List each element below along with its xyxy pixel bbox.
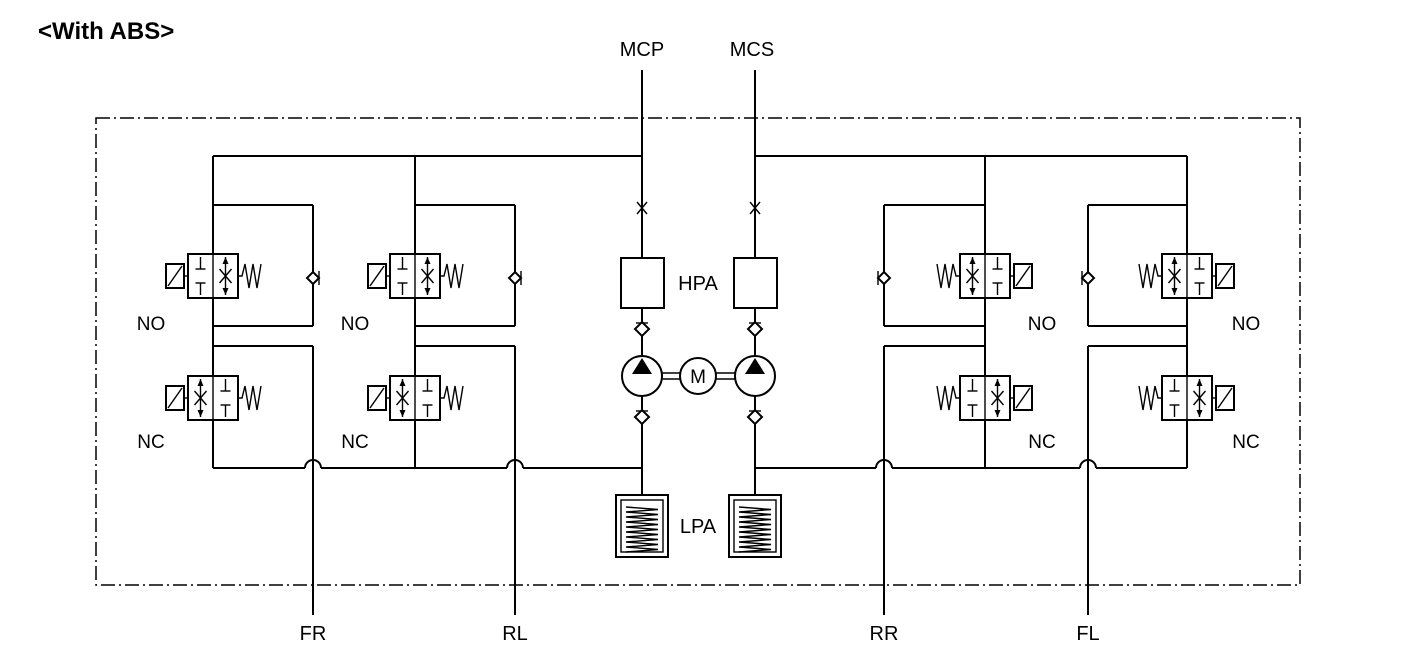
no-valve-label: NO — [137, 314, 166, 335]
lpa-primary — [615, 494, 669, 558]
no-valve-rr — [936, 253, 1033, 299]
channel-fl — [1080, 156, 1235, 615]
nc-valve-label: NC — [1028, 432, 1055, 453]
mcp-line — [213, 70, 648, 258]
check-valve-icon — [1080, 270, 1096, 286]
check-valve-icon — [876, 270, 892, 286]
mcs-label: MCS — [730, 39, 774, 61]
pump-secondary-icon — [734, 355, 776, 397]
motor-label: M — [690, 367, 706, 388]
modulator-boundary — [95, 117, 1301, 586]
channel-rl — [367, 156, 523, 615]
return-lines — [213, 456, 1187, 470]
outlet-label-rr: RR — [870, 623, 899, 645]
check-valve-icon — [633, 320, 651, 338]
motor-icon — [679, 357, 717, 395]
hpa-secondary — [733, 257, 778, 309]
outlet-label-fr: FR — [300, 623, 327, 645]
hpa-label: HPA — [678, 273, 718, 295]
mcp-label: MCP — [620, 39, 664, 61]
hpa-primary — [620, 257, 665, 309]
no-valve-fr — [165, 253, 262, 299]
lpa-secondary — [728, 494, 782, 558]
channel-fr — [165, 156, 321, 615]
mcs-line — [749, 70, 1187, 258]
no-valve-label: NO — [341, 314, 370, 335]
pump-primary-icon — [621, 355, 663, 397]
nc-valve-fr — [165, 375, 262, 421]
check-valve-icon — [746, 320, 764, 338]
nc-valve-rl — [367, 375, 464, 421]
channel-rr — [876, 156, 1033, 615]
no-valve-rl — [367, 253, 464, 299]
nc-valve-label: NC — [341, 432, 368, 453]
check-valve-icon — [633, 408, 651, 426]
lpa-label: LPA — [680, 516, 717, 538]
nc-valve-rr — [936, 375, 1033, 421]
motor-shaft — [662, 372, 735, 380]
check-valve-icon — [507, 270, 523, 286]
outlet-label-fl: FL — [1076, 623, 1099, 645]
no-valve-label: NO — [1232, 314, 1261, 335]
no-valve-label: NO — [1028, 314, 1057, 335]
nc-valve-label: NC — [137, 432, 164, 453]
check-valve-icon — [746, 408, 764, 426]
nc-valve-fl — [1138, 375, 1235, 421]
check-valve-icon — [305, 270, 321, 286]
outlet-label-rl: RL — [502, 623, 528, 645]
nc-valve-label: NC — [1232, 432, 1259, 453]
no-valve-fl — [1138, 253, 1235, 299]
diagram-title: <With ABS> — [38, 18, 175, 45]
